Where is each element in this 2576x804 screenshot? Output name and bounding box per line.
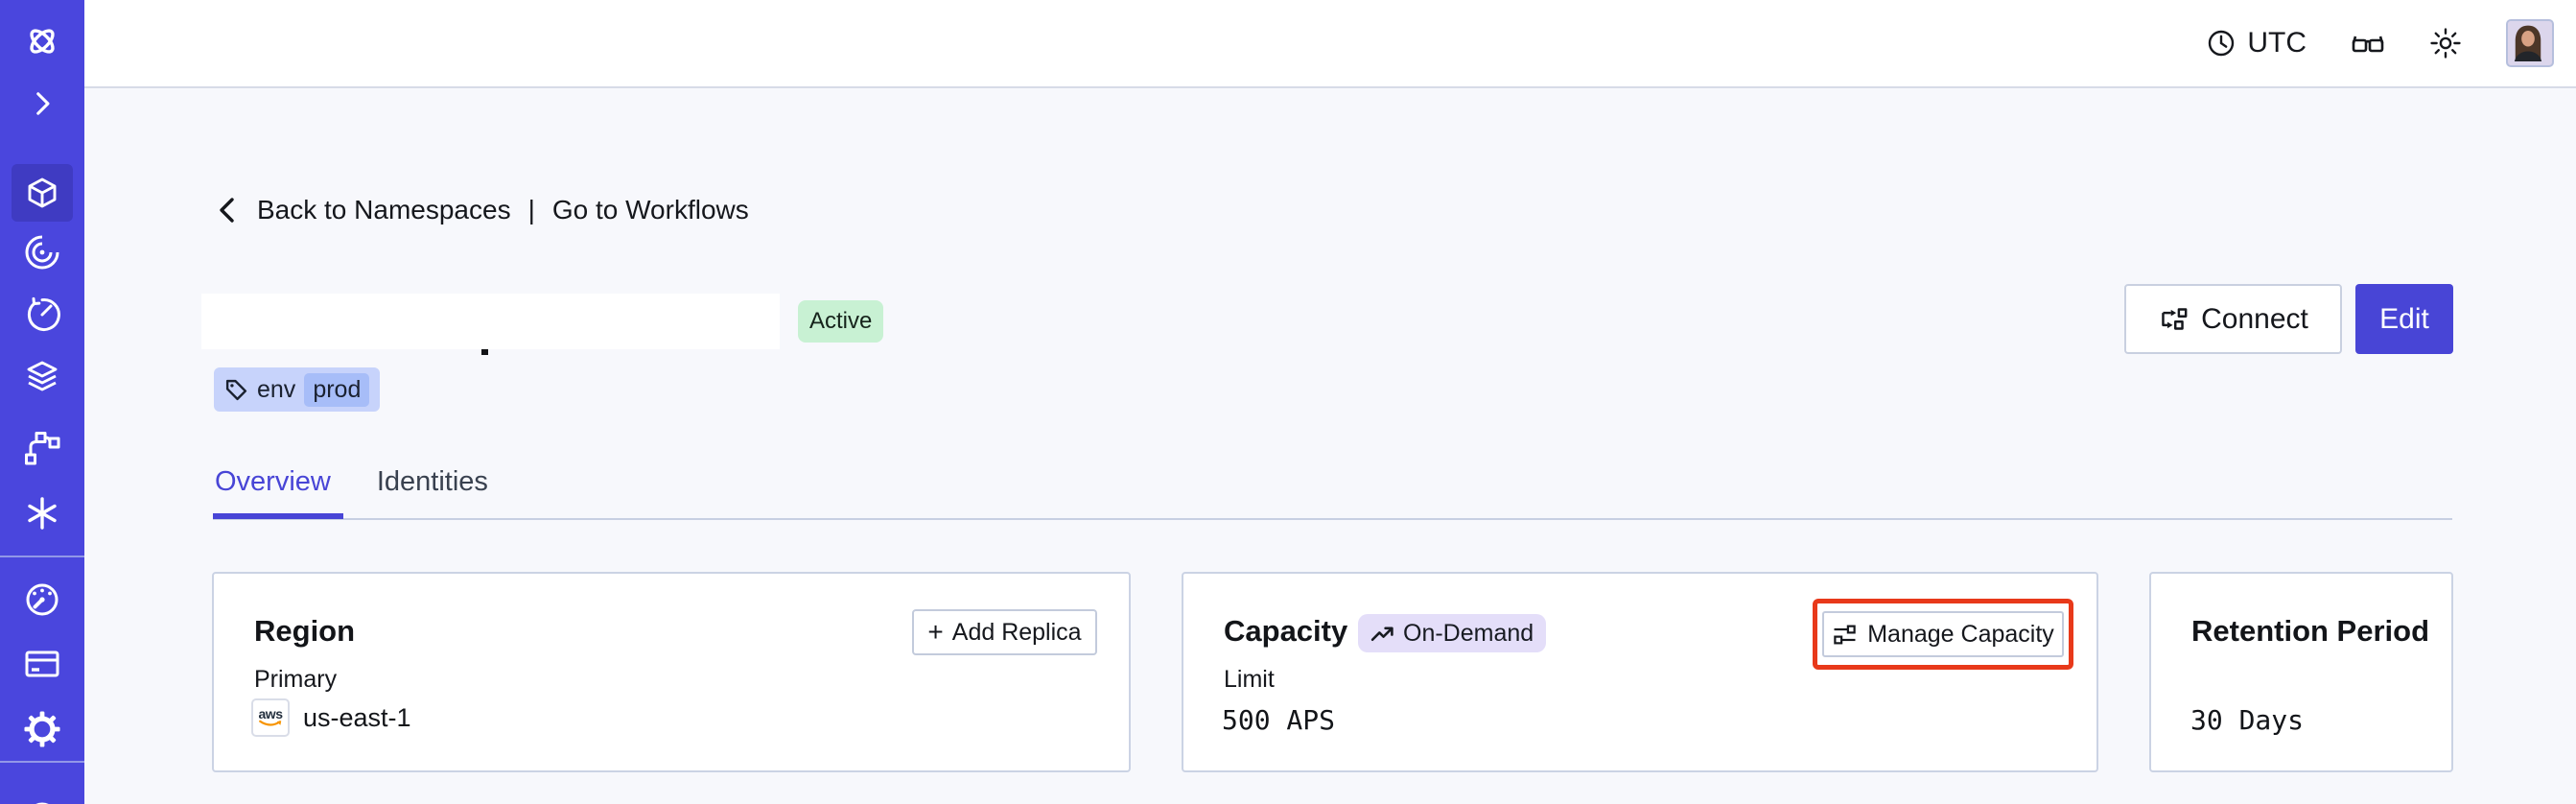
region-value: us-east-1 — [303, 702, 411, 732]
billing-card-icon[interactable] — [23, 645, 61, 683]
clock-icon — [2206, 28, 2236, 59]
retention-period-card: Retention Period 30 Days — [2149, 572, 2453, 772]
plus-icon: + — [927, 617, 944, 647]
tab-overview[interactable]: Overview — [215, 466, 331, 497]
batch-operations-branch-icon[interactable] — [23, 430, 61, 468]
left-nav-rail — [0, 0, 84, 804]
sidebar-divider — [0, 556, 84, 557]
add-replica-label: Add Replica — [951, 618, 1082, 646]
namespace-name-redaction-box — [201, 294, 780, 349]
temporal-logo-icon[interactable] — [23, 22, 61, 60]
connect-button[interactable]: Connect — [2124, 284, 2342, 354]
sliders-icon — [1832, 622, 1858, 648]
breadcrumb: Back to Namespaces | Go to Workflows — [213, 195, 749, 225]
on-demand-badge: On-Demand — [1358, 614, 1547, 652]
redaction-artifact-dot — [481, 349, 488, 355]
user-avatar[interactable] — [2506, 19, 2554, 67]
tab-bar-border — [213, 518, 2452, 520]
nexus-asterisk-icon[interactable] — [23, 494, 61, 532]
status-badge: Active — [798, 300, 884, 343]
capacity-card: Capacity On-Demand — [1182, 572, 2098, 772]
add-replica-button[interactable]: + Add Replica — [912, 609, 1097, 655]
namespaces-cube-icon[interactable] — [23, 174, 61, 212]
manage-capacity-button[interactable]: Manage Capacity — [1822, 611, 2064, 657]
breadcrumb-separator: | — [527, 195, 535, 225]
namespace-tag-chip[interactable]: env prod — [214, 367, 381, 412]
usage-gauge-icon[interactable] — [23, 580, 61, 619]
trending-up-icon — [1370, 624, 1394, 644]
connect-button-label: Connect — [2201, 302, 2308, 335]
primary-label: Primary — [254, 666, 338, 693]
deployments-layers-icon[interactable] — [23, 358, 61, 396]
on-demand-label: On-Demand — [1403, 619, 1534, 647]
manage-capacity-label: Manage Capacity — [1867, 620, 2054, 648]
capacity-card-title: Capacity — [1224, 614, 1348, 648]
connect-route-icon — [2158, 304, 2188, 334]
tag-value: prod — [304, 372, 370, 407]
edit-button[interactable]: Edit — [2355, 284, 2453, 354]
tab-bar: Overview Identities — [213, 466, 490, 498]
back-chevron-icon[interactable] — [213, 195, 242, 225]
aws-provider-icon: aws — [251, 698, 290, 737]
manage-capacity-highlight-box: Manage Capacity — [1813, 599, 2073, 670]
capacity-limit-value: 500 APS — [1222, 704, 1336, 736]
limit-label: Limit — [1224, 666, 1275, 693]
go-to-workflows-link[interactable]: Go to Workflows — [551, 195, 749, 225]
active-tab-underline — [213, 513, 343, 519]
top-bar: UTC — [84, 0, 2576, 88]
back-to-namespaces-link[interactable]: Back to Namespaces — [257, 195, 511, 225]
primary-region-row: aws us-east-1 — [251, 698, 411, 737]
retention-value: 30 Days — [2190, 704, 2305, 736]
sidebar-divider — [0, 761, 84, 763]
light-mode-sun-icon[interactable] — [2429, 27, 2462, 59]
region-card: Region + Add Replica Primary aws us-east… — [212, 572, 1131, 772]
tag-icon — [224, 378, 248, 402]
workflows-spiral-icon[interactable] — [23, 233, 61, 272]
schedules-clock-icon[interactable] — [23, 296, 61, 334]
reader-glasses-icon[interactable] — [2351, 29, 2385, 58]
tab-identities[interactable]: Identities — [376, 466, 488, 497]
expand-sidebar-chevron-icon[interactable] — [23, 84, 61, 123]
region-card-title: Region — [254, 614, 356, 648]
settings-gear-icon[interactable] — [23, 710, 61, 748]
timezone-selector[interactable]: UTC — [2206, 27, 2307, 59]
tag-key: env — [257, 375, 296, 403]
timezone-label: UTC — [2247, 27, 2307, 59]
retention-card-title: Retention Period — [2191, 614, 2430, 648]
